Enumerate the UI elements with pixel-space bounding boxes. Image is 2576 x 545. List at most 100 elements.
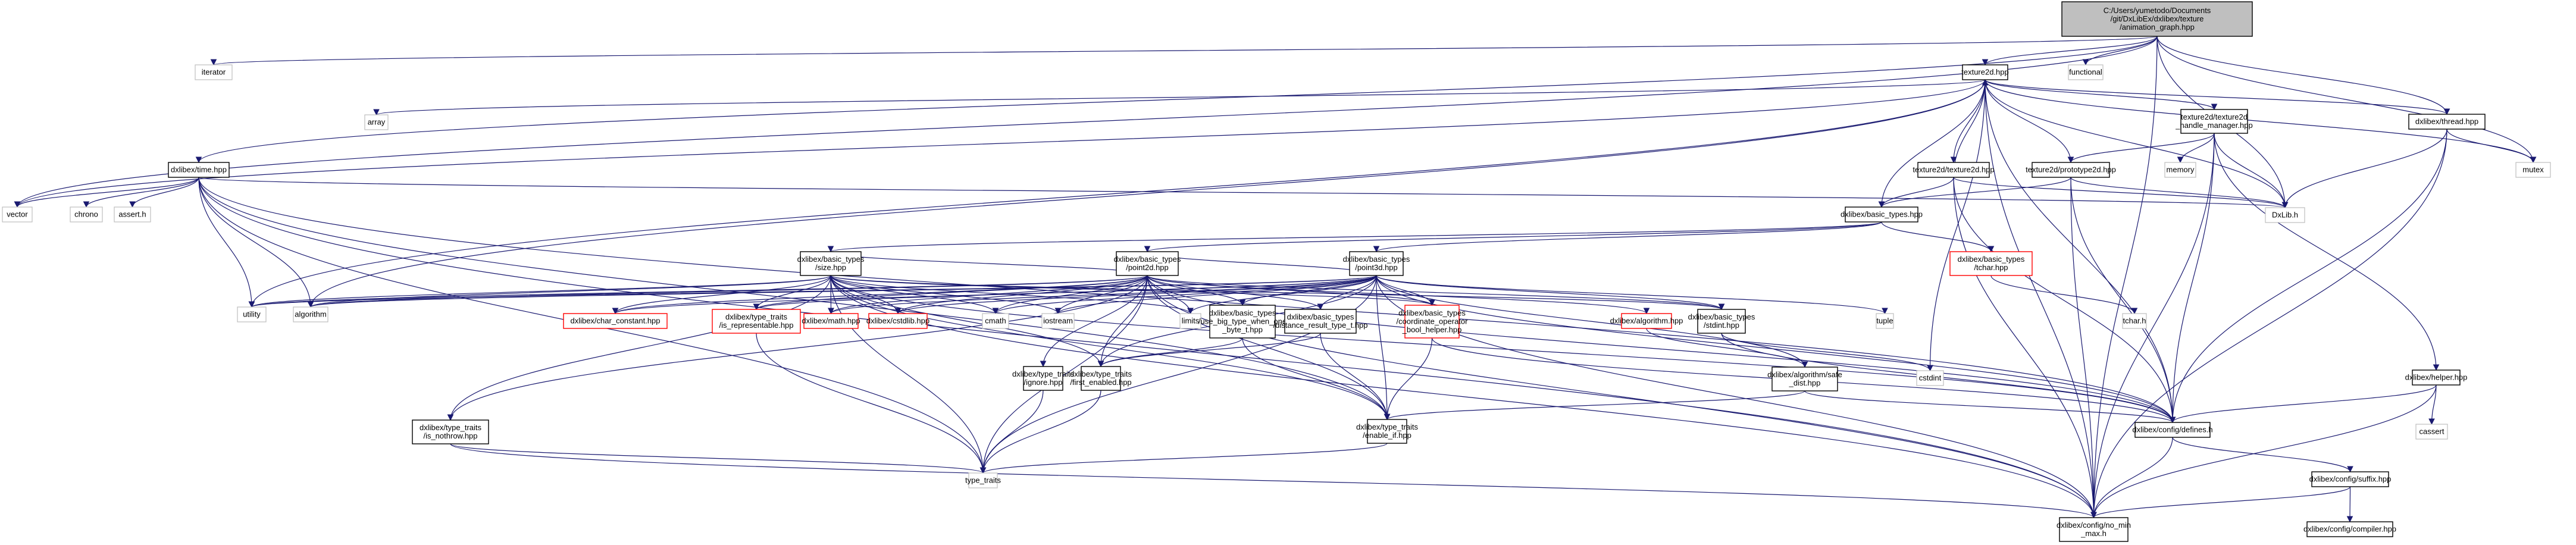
node-label: dxlibex/config/defines.h xyxy=(2132,425,2212,434)
edge-point2d-to-is_nothrow xyxy=(447,275,1148,421)
node-label: /distance_result_type_t.hpp xyxy=(1273,321,1368,330)
node-enable-if[interactable]: dxlibex/type_traits/enable_if.hpp xyxy=(1356,419,1419,444)
node-label: /point3d.hpp xyxy=(1355,263,1398,272)
node-label: /stdint.hpp xyxy=(1704,321,1739,330)
node-label: limits xyxy=(1182,317,1200,325)
node-chrono: chrono xyxy=(70,206,103,223)
node-label: texture2d/prototype2d.hpp xyxy=(2026,165,2116,174)
edge-t2d_texture2d-to-defines xyxy=(1953,177,2176,424)
edge-root-to-no_min_max xyxy=(2090,36,2158,519)
node-label: tuple xyxy=(1876,317,1893,325)
edge-point3d-to-cmath xyxy=(992,275,1377,315)
edge-point2d-to-distance_result xyxy=(1147,275,1324,311)
node-t2d-texture2d[interactable]: texture2d/texture2d.hpp xyxy=(1913,162,1995,178)
node-first-enabled[interactable]: dxlibex/type_traits/first_enabled.hpp xyxy=(1070,366,1132,391)
node-time[interactable]: dxlibex/time.hpp xyxy=(168,162,230,178)
node-helper[interactable]: dxlibex/helper.hpp xyxy=(2405,369,2468,386)
edge-basic_types-to-tchar_hpp xyxy=(1881,221,1995,253)
node-box xyxy=(1845,206,1918,223)
node-point2d[interactable]: dxlibex/basic_types/point2d.hpp xyxy=(1114,251,1181,276)
node-cstdlib[interactable]: dxlibex/cstdlib.hpp xyxy=(866,313,929,329)
node-basic-types[interactable]: dxlibex/basic_types.hpp xyxy=(1841,206,1923,223)
edge-t2d_prototype2d-to-defines xyxy=(2070,177,2176,424)
edge-first_enabled-to-type_traits xyxy=(979,390,1101,474)
node-use-big-type[interactable]: dxlibex/basic_types/use_big_type_when_on… xyxy=(1198,305,1287,339)
node-suffix[interactable]: dxlibex/config/suffix.hpp xyxy=(2309,471,2392,487)
node-label: memory xyxy=(2167,165,2195,174)
edge-point3d-to-tuple xyxy=(1376,275,1888,315)
node-compiler[interactable]: dxlibex/config/compiler.hpp xyxy=(2303,521,2396,537)
node-cassert: cassert xyxy=(2415,424,2448,440)
node-t2d-prototype2d[interactable]: texture2d/prototype2d.hpp xyxy=(2026,162,2116,178)
node-math[interactable]: dxlibex/math.hpp xyxy=(802,313,860,329)
node-stdint-hpp[interactable]: dxlibex/basic_types/stdint.hpp xyxy=(1688,309,1755,334)
node-box xyxy=(1917,162,1990,178)
node-label: dxlibex/basic_types xyxy=(1398,309,1466,318)
node-label: dxlibex/basic_types xyxy=(1287,312,1354,321)
node-size[interactable]: dxlibex/basic_types/size.hpp xyxy=(797,251,865,276)
edge-safe_dist-to-enable_if xyxy=(1384,390,1805,421)
node-safe-dist[interactable]: dxlibex/algorithm/safe_dist.hpp xyxy=(1767,367,1842,391)
edge-ignore-to-type_traits xyxy=(979,390,1044,474)
node-label: dxlibex/basic_types xyxy=(1209,309,1276,318)
node-label: dxlibex/config/suffix.hpp xyxy=(2309,475,2392,484)
edge-t2d_handle_manager-to-memory xyxy=(2177,133,2215,164)
node-tchar-hpp[interactable]: dxlibex/basic_types/tchar.hpp xyxy=(1949,251,2033,276)
node-box xyxy=(168,162,230,178)
edge-algorithm_hpp-to-safe_dist xyxy=(1646,328,1808,368)
edge-t2d_prototype2d-to-dxlib_h xyxy=(2070,177,2289,209)
node-box xyxy=(2180,109,2248,134)
node-point3d[interactable]: dxlibex/basic_types/point3d.hpp xyxy=(1343,251,1410,276)
node-defines[interactable]: dxlibex/config/defines.h xyxy=(2132,422,2213,438)
edge-texture2d-to-vector xyxy=(14,79,1986,208)
node-is-representable[interactable]: dxlibex/type_traits/is_representable.hpp xyxy=(712,309,801,334)
node-algorithm-hpp[interactable]: dxlibex/algorithm.hpp xyxy=(1610,313,1683,329)
node-is-nothrow[interactable]: dxlibex/type_traits/is_nothrow.hpp xyxy=(412,419,489,444)
node-tchar-h: tchar.h xyxy=(2122,313,2147,329)
edge-texture2d-to-cstdint xyxy=(1927,79,1986,372)
node-box xyxy=(1949,251,2033,276)
node-texture2d[interactable]: texture2d.hpp xyxy=(1961,64,2009,80)
node-label: dxlibex/basic_types.hpp xyxy=(1841,210,1923,219)
node-label: cmath xyxy=(985,317,1006,325)
node-vector: vector xyxy=(2,206,33,223)
node-label: dxlibex/thread.hpp xyxy=(2415,117,2478,126)
node-label: dxlibex/type_traits xyxy=(1356,422,1419,431)
node-label: dxlibex/basic_types xyxy=(1688,312,1755,321)
edge-thread-to-mutex xyxy=(2446,129,2537,164)
edge-point3d-to-cstdlib xyxy=(894,275,1377,315)
edge-t2d_texture2d-to-basic_types xyxy=(1878,177,1954,208)
edge-root-to-functional xyxy=(2082,36,2158,66)
node-box xyxy=(2412,369,2461,386)
edge-suffix-to-no_min_max xyxy=(2090,486,2351,519)
node-ignore[interactable]: dxlibex/type_traits/ignore.hpp xyxy=(1012,366,1075,391)
node-no-min-max[interactable]: dxlibex/config/no_min_max.h xyxy=(2057,517,2131,542)
edge-basic_types-to-size xyxy=(828,221,1882,253)
node-dxlib-h: DxLib.h xyxy=(2265,207,2305,223)
node-distance-result[interactable]: dxlibex/basic_types/distance_result_type… xyxy=(1273,309,1368,334)
edge-point2d-to-no_min_max xyxy=(1147,275,2097,519)
node-coord-bool-helper[interactable]: dxlibex/basic_types/coordinate_operator_… xyxy=(1397,305,1469,339)
edge-size-to-algorithm xyxy=(307,275,831,308)
node-box xyxy=(1041,313,1075,329)
node-box xyxy=(1349,251,1404,276)
edge-t2d_handle_manager-to-t2d_prototype2d xyxy=(2067,133,2215,164)
node-t2d-handle-manager[interactable]: texture2d/texture2d_handle_manager.hpp xyxy=(2175,109,2253,134)
edge-tchar_hpp-to-tchar_h xyxy=(1990,275,2138,315)
node-root[interactable]: C:/Users/yumetodo/Documents/git/DxLibEx/… xyxy=(2061,1,2253,37)
node-memory: memory xyxy=(2164,162,2196,178)
node-label: iterator xyxy=(202,68,226,77)
node-char-constant[interactable]: dxlibex/char_constant.hpp xyxy=(563,313,668,329)
edge-point3d-to-algorithm xyxy=(308,275,1377,308)
edge-root-to-thread xyxy=(2156,36,2450,115)
edge-time-to-vector xyxy=(14,177,199,208)
node-thread[interactable]: dxlibex/thread.hpp xyxy=(2408,114,2486,130)
node-label: iostream xyxy=(1043,317,1073,325)
node-box xyxy=(412,419,489,444)
edge-root-to-mutex xyxy=(2156,36,2537,164)
node-label: dxlibex/helper.hpp xyxy=(2405,373,2468,382)
edge-point2d-to-first_enabled xyxy=(1097,275,1148,368)
node-label: cassert xyxy=(2420,427,2444,436)
